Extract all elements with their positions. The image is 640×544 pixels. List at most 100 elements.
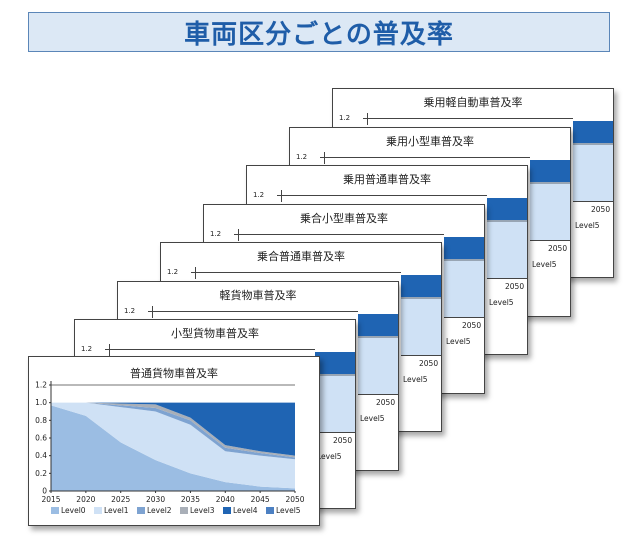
x-tick-label: 2050 xyxy=(591,205,611,214)
y-tick-label: 0.4 xyxy=(35,451,47,460)
x-tick-label: 2050 xyxy=(462,320,482,330)
legend-label-level0: Level0 xyxy=(61,506,86,515)
area-level3 xyxy=(358,335,398,338)
partial-area-chart xyxy=(487,198,527,278)
chart-title: 普通貨物車普及率 xyxy=(130,366,218,380)
y-tick-label: 1.2 xyxy=(253,191,265,199)
area-level3 xyxy=(530,181,570,184)
y-tick-label: 0.8 xyxy=(35,416,47,425)
legend-swatch-level0 xyxy=(51,507,59,514)
legend-entry: Level5 xyxy=(575,221,600,230)
x-tick-label: 2045 xyxy=(251,495,270,504)
area-level1 xyxy=(530,183,570,240)
y-tick-label: 0.6 xyxy=(35,434,47,443)
y-tick-label: 0.2 xyxy=(35,469,47,478)
y-gridline xyxy=(320,156,530,158)
partial-area-chart xyxy=(315,352,355,432)
x-tick-label: 2020 xyxy=(76,495,95,504)
area-level1 xyxy=(444,260,484,317)
card-title: 乗合普通車普及率 xyxy=(257,250,345,263)
x-tick-label: 2050 xyxy=(333,436,353,445)
y-gridline xyxy=(191,272,401,273)
legend-entry: Level5 xyxy=(360,413,385,423)
y-tick-label: 1.2 xyxy=(339,114,351,122)
x-tick-label: 2050 xyxy=(285,495,304,504)
area-level4 xyxy=(530,159,570,182)
legend-entry: Level5 xyxy=(532,259,557,269)
y-tick-label: 1.2 xyxy=(124,306,136,315)
area-level4 xyxy=(573,121,613,143)
partial-area-chart xyxy=(401,275,441,355)
x-tick-label: 2050 xyxy=(505,282,525,291)
area-level3 xyxy=(444,258,484,261)
x-axis-line xyxy=(444,316,484,318)
legend-label-level1: Level1 xyxy=(104,506,129,515)
x-tick-label: 2050 xyxy=(548,243,568,253)
legend-entry: Level5 xyxy=(403,375,428,384)
legend-label-level5: Level5 xyxy=(276,506,301,515)
area-level4 xyxy=(487,198,527,220)
card-title: 軽貨物車普及率 xyxy=(219,288,297,302)
y-axis-stub xyxy=(195,267,196,279)
area-level1 xyxy=(401,299,441,355)
y-gridline xyxy=(105,349,315,350)
x-tick-label: 2050 xyxy=(419,359,439,368)
y-axis-stub xyxy=(109,344,110,356)
y-gridline xyxy=(148,310,358,312)
x-tick-label: 2050 xyxy=(376,397,396,407)
x-axis-line xyxy=(401,355,441,356)
legend-label-level3: Level3 xyxy=(190,506,215,515)
y-axis-stub xyxy=(238,228,239,241)
y-tick-label: 1.2 xyxy=(296,152,308,161)
card-title: 乗用軽自動車普及率 xyxy=(423,96,523,109)
legend-swatch-level2 xyxy=(137,507,145,514)
title-banner: 車両区分ごとの普及率 xyxy=(28,12,610,52)
y-gridline xyxy=(277,195,487,196)
area-level3 xyxy=(573,143,613,145)
area-level3 xyxy=(401,297,441,299)
card-title: 乗用普通車普及率 xyxy=(343,173,431,186)
area-level1 xyxy=(573,145,613,201)
area-level4 xyxy=(401,275,441,297)
y-axis-stub xyxy=(152,305,153,318)
legend-swatch-level4 xyxy=(223,507,231,514)
y-tick-label: 1.2 xyxy=(81,345,93,353)
area-level1 xyxy=(51,402,295,489)
partial-area-chart xyxy=(358,313,398,394)
x-axis-line xyxy=(315,432,355,433)
legend-entry: Level5 xyxy=(489,298,514,307)
area-level3 xyxy=(315,374,355,376)
partial-area-chart xyxy=(444,236,484,317)
legend-swatch-level5 xyxy=(266,507,274,514)
y-gridline xyxy=(234,233,444,235)
legend-entry: Level5 xyxy=(317,452,342,461)
x-tick-label: 2030 xyxy=(146,495,165,504)
legend-entry: Level5 xyxy=(446,336,471,346)
area-level1 xyxy=(487,222,527,278)
y-tick-label: 1.2 xyxy=(210,229,222,238)
x-tick-label: 2035 xyxy=(181,495,200,504)
y-tick-label: 1.2 xyxy=(167,268,179,276)
area-level4 xyxy=(444,236,484,259)
x-tick-label: 2040 xyxy=(216,495,235,504)
legend-label-level2: Level2 xyxy=(147,506,172,515)
card-title: 乗用小型車普及率 xyxy=(386,134,474,148)
x-axis-line xyxy=(573,201,613,202)
y-tick-label: 1.0 xyxy=(35,398,47,407)
y-tick-label: 1.2 xyxy=(35,381,47,390)
x-tick-label: 2015 xyxy=(41,495,60,504)
legend-label-level4: Level4 xyxy=(233,506,258,515)
area-level1 xyxy=(358,337,398,394)
legend-swatch-level1 xyxy=(94,507,102,514)
x-tick-label: 2025 xyxy=(111,495,130,504)
page-title: 車両区分ごとの普及率 xyxy=(184,19,454,50)
area-level4 xyxy=(358,313,398,336)
y-axis-stub xyxy=(367,113,368,125)
card-title: 小型貨物車普及率 xyxy=(171,327,259,340)
partial-area-chart xyxy=(573,121,613,201)
area-level1 xyxy=(315,376,355,432)
legend-swatch-level3 xyxy=(180,507,188,514)
partial-area-chart xyxy=(530,159,570,240)
